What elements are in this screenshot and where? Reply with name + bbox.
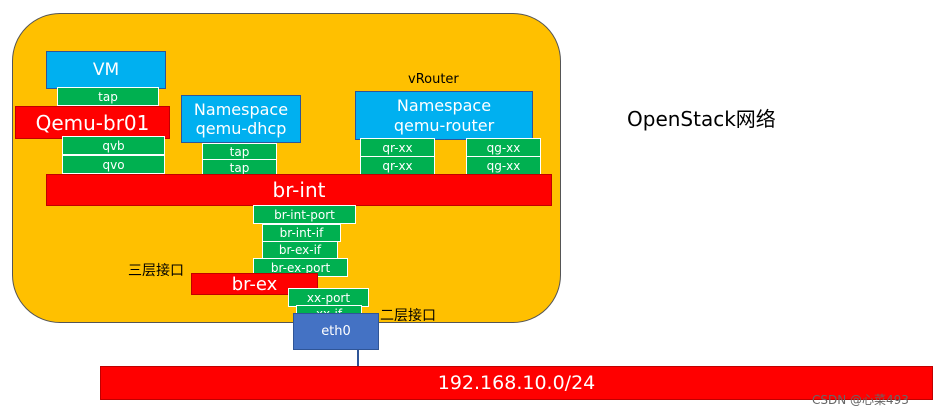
dhcp-namespace-box: Namespace qemu-dhcp bbox=[181, 95, 301, 143]
qg-port: qg-xx bbox=[466, 138, 541, 157]
br-int-if: br-int-if bbox=[262, 224, 341, 242]
eth0-uplink-line bbox=[357, 350, 359, 367]
qr-port: qr-xx bbox=[360, 156, 435, 175]
vm-box: VM bbox=[46, 51, 166, 89]
qr-port: qr-xx bbox=[360, 138, 435, 157]
xx-port: xx-port bbox=[288, 288, 369, 307]
br-ex-if: br-ex-if bbox=[262, 241, 338, 259]
vrouter-label: vRouter bbox=[408, 72, 459, 87]
qg-port: qg-xx bbox=[466, 156, 541, 175]
eth0-interface: eth0 bbox=[293, 313, 379, 350]
router-namespace-box: Namespace qemu-router bbox=[355, 91, 533, 140]
br-ex-bridge: br-ex bbox=[191, 273, 318, 295]
qvb-port: qvb bbox=[62, 136, 165, 155]
qemu-bridge: Qemu-br01 bbox=[15, 106, 170, 139]
physical-network-bar: 192.168.10.0/24 bbox=[100, 366, 933, 400]
dhcp-tap-port: tap bbox=[202, 159, 277, 177]
br-int-port: br-int-port bbox=[253, 205, 356, 224]
qvo-port: qvo bbox=[62, 155, 165, 174]
diagram-title: OpenStack网络 bbox=[627, 107, 776, 131]
router-namespace-line2: qemu-router bbox=[393, 115, 495, 135]
watermark: CSDN @心菜493 bbox=[812, 393, 909, 407]
vm-tap-port: tap bbox=[57, 87, 159, 106]
dhcp-namespace-line2: qemu-dhcp bbox=[195, 119, 287, 138]
br-int-bridge: br-int bbox=[46, 174, 552, 206]
router-namespace-line1: Namespace bbox=[396, 96, 492, 116]
dhcp-namespace-line1: Namespace bbox=[193, 99, 289, 119]
layer2-interface-label: 二层接口 bbox=[380, 308, 436, 324]
layer3-interface-label: 三层接口 bbox=[128, 263, 184, 279]
